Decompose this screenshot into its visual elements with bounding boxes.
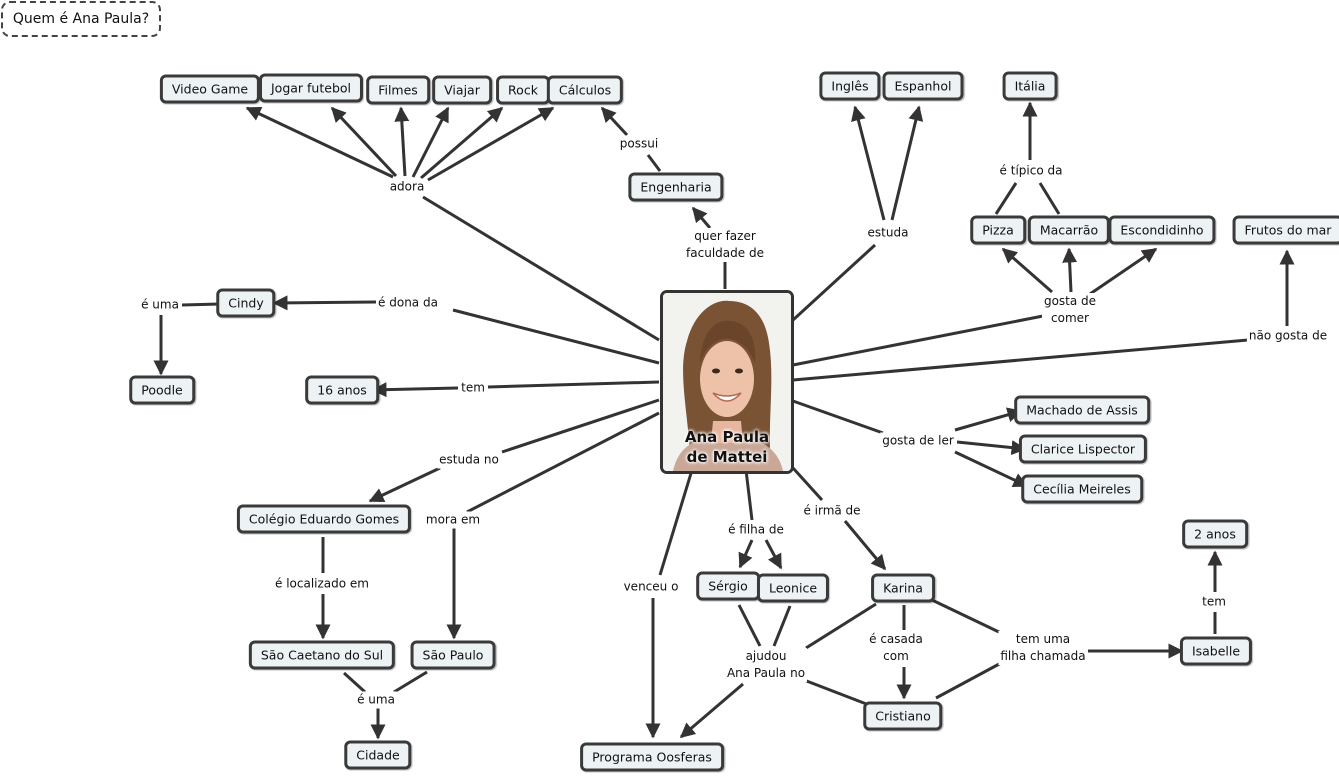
arrow	[957, 442, 1025, 449]
arrow	[370, 468, 440, 501]
link-label-gosta-de-comer: gosta de comer	[1042, 293, 1098, 327]
node-macarrao[interactable]: Macarrão	[1028, 216, 1110, 245]
node-programa-oosferas[interactable]: Programa Oosferas	[580, 743, 724, 772]
link-label-e-filha-de: é filha de	[726, 522, 786, 539]
link-label-gosta-de-ler: gosta de ler	[880, 433, 956, 450]
node-frutos-do-mar[interactable]: Frutos do mar	[1233, 216, 1339, 245]
link-label-e-uma: é uma	[139, 297, 181, 314]
node-leonice[interactable]: Leonice	[757, 574, 829, 603]
arrow	[274, 302, 376, 303]
link-label-estuda-no: estuda no	[437, 452, 501, 469]
link	[793, 468, 822, 500]
link	[648, 155, 660, 171]
node-rock[interactable]: Rock	[496, 76, 550, 105]
link	[936, 663, 1001, 698]
node-filmes[interactable]: Filmes	[366, 76, 430, 105]
link	[996, 183, 1016, 214]
link-label-tem: tem	[459, 380, 487, 397]
link-label-adora: adora	[388, 179, 427, 196]
link-label-nao-gosta-de: não gosta de	[1247, 328, 1329, 345]
arrow	[740, 540, 752, 567]
arrow	[855, 107, 884, 220]
map-title: Quem é Ana Paula?	[1, 1, 161, 37]
link	[739, 605, 760, 646]
link	[660, 470, 692, 575]
link-label-e-localizado-em: é localizado em	[273, 576, 371, 593]
node-ingles[interactable]: Inglês	[819, 72, 880, 101]
node-machado-de-assis[interactable]: Machado de Assis	[1014, 396, 1150, 425]
link-label-e-irma-de: é irmã de	[801, 503, 862, 520]
arrow	[1090, 249, 1156, 294]
link	[488, 382, 659, 387]
link	[804, 680, 869, 705]
link	[1040, 183, 1059, 214]
link	[793, 340, 1248, 380]
link-label-quer-fazer: quer fazer faculdade de	[684, 228, 766, 262]
link	[182, 304, 220, 305]
node-italia[interactable]: Itália	[1003, 72, 1058, 101]
node-calculos[interactable]: Cálculos	[547, 76, 623, 105]
arrow	[413, 108, 448, 177]
link-label-venceu-o: venceu o	[622, 579, 681, 596]
arrow	[602, 108, 627, 135]
link	[344, 673, 365, 692]
arrow	[955, 411, 1021, 430]
link-label-possui: possui	[618, 136, 660, 153]
node-viajar[interactable]: Viajar	[432, 76, 492, 105]
arrow	[332, 108, 396, 176]
link	[793, 401, 883, 433]
node-cecilia-meireles[interactable]: Cecília Meireles	[1021, 475, 1143, 504]
arrow	[892, 107, 919, 220]
central-node-ana-paula[interactable]: Ana Paula de Mattei	[660, 290, 794, 474]
arrow	[247, 108, 393, 177]
link	[774, 606, 790, 646]
node-escondidinho[interactable]: Escondidinho	[1108, 216, 1215, 245]
node-sergio[interactable]: Sérgio	[696, 572, 760, 601]
node-video-game[interactable]: Video Game	[160, 75, 260, 104]
link	[806, 604, 876, 648]
arrow	[955, 452, 1027, 486]
node-espanhol[interactable]: Espanhol	[883, 72, 964, 101]
link-label-e-tipico-da: é típico da	[998, 163, 1065, 180]
node-cristiano[interactable]: Cristiano	[863, 702, 942, 731]
node-sao-paulo[interactable]: São Paulo	[411, 641, 496, 670]
link-label-estuda: estuda	[866, 225, 911, 242]
arrow	[1003, 249, 1052, 292]
link-label-ajudou: ajudou Ana Paula no	[725, 648, 807, 682]
node-isabelle[interactable]: Isabelle	[1180, 637, 1252, 666]
link	[932, 600, 1001, 633]
link-label-mora-em: mora em	[424, 512, 482, 529]
node-jogar-futebol[interactable]: Jogar futebol	[259, 74, 363, 103]
node-cindy[interactable]: Cindy	[216, 289, 275, 318]
node-16-anos[interactable]: 16 anos	[305, 376, 379, 405]
link-label-e-dona-da: é dona da	[376, 295, 440, 312]
node-karina[interactable]: Karina	[871, 574, 935, 603]
link	[423, 197, 659, 340]
arrow	[373, 388, 458, 390]
link	[793, 245, 875, 320]
link-label-tem-2: tem	[1200, 594, 1228, 611]
arrow	[693, 208, 710, 228]
central-node-name: Ana Paula de Mattei	[663, 427, 791, 467]
link	[453, 310, 659, 363]
link-label-tem-uma-filha: tem uma filha chamada	[998, 631, 1087, 665]
node-clarice-lispector[interactable]: Clarice Lispector	[1019, 435, 1147, 464]
node-sao-caetano-do-sul[interactable]: São Caetano do Sul	[249, 641, 395, 670]
node-cidade[interactable]: Cidade	[344, 741, 411, 770]
arrow	[845, 521, 885, 569]
node-poodle[interactable]: Poodle	[129, 376, 195, 405]
link	[793, 316, 1043, 365]
link-label-e-uma-2: é uma	[355, 692, 397, 709]
node-2-anos[interactable]: 2 anos	[1182, 520, 1248, 549]
node-colegio-eduardo-gomes[interactable]: Colégio Eduardo Gomes	[237, 505, 411, 534]
arrow	[1069, 249, 1071, 292]
node-pizza[interactable]: Pizza	[970, 216, 1026, 245]
arrow	[401, 108, 405, 176]
arrow	[766, 540, 781, 568]
arrow	[681, 684, 743, 737]
link	[746, 470, 752, 520]
link-label-e-casada-com: é casada com	[867, 631, 925, 665]
link	[394, 672, 427, 692]
node-engenharia[interactable]: Engenharia	[628, 173, 723, 202]
